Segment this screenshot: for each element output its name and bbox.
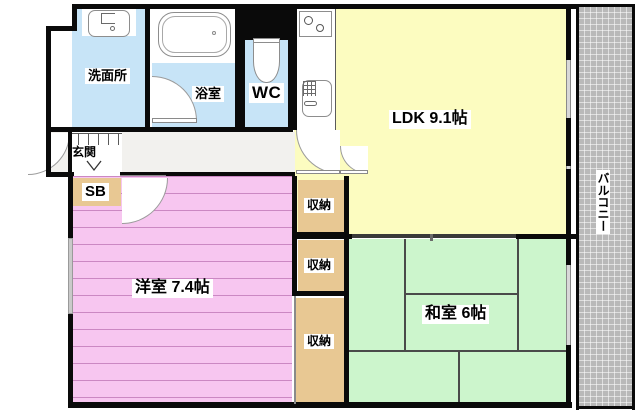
entrance-door-jamb bbox=[68, 131, 72, 177]
washroom-wall-top bbox=[72, 4, 150, 9]
wc-label: WC bbox=[249, 83, 285, 103]
storage-divider-1 bbox=[292, 232, 349, 237]
bathroom-wall-top bbox=[150, 4, 240, 9]
balcony-outer-wall-bottom bbox=[576, 406, 635, 409]
western-room-window-left bbox=[68, 238, 73, 314]
tatami-line-vertical-bottom bbox=[458, 350, 460, 406]
japanese-room-wall-bottom bbox=[296, 402, 572, 408]
storage-upper-label: 収納 bbox=[304, 198, 335, 213]
wc-black-header bbox=[240, 4, 292, 40]
ldk-wall-top bbox=[292, 4, 577, 9]
stove-burner-large bbox=[304, 16, 313, 25]
wc-wall-bottom bbox=[240, 127, 293, 132]
storage-middle-label: 収納 bbox=[304, 258, 335, 273]
bathroom-wall-right bbox=[235, 4, 240, 132]
japanese-room-wall-left bbox=[344, 239, 349, 408]
stove-two-burner-icon bbox=[299, 11, 332, 37]
storage-lower bbox=[296, 298, 344, 402]
ldk-wall-right-a bbox=[566, 4, 571, 60]
western-room-wall-bottom bbox=[68, 402, 300, 408]
washbasin-faucet bbox=[101, 13, 115, 24]
ldk-wall-left-upper bbox=[292, 4, 297, 130]
storage-lower-edge-left bbox=[294, 296, 296, 404]
japanese-room-label: 和室 6帖 bbox=[422, 305, 490, 324]
wc-wall-left bbox=[240, 4, 245, 132]
washbasin-drain bbox=[110, 26, 115, 31]
japanese-room-balcony-window bbox=[566, 265, 571, 345]
shoebox-label-overlay: SB bbox=[82, 183, 109, 201]
ldk-balcony-window-upper bbox=[566, 60, 571, 118]
bathroom-label: 浴室 bbox=[192, 86, 225, 102]
washroom-wall-left-lower bbox=[46, 26, 51, 131]
ldk-wall-right-c bbox=[566, 169, 571, 239]
tatami-line-horizontal-upper bbox=[404, 293, 519, 295]
balcony-label: バルコニー bbox=[596, 170, 610, 234]
ldk-wall-bottom-right-seg bbox=[516, 234, 578, 239]
bathroom-wall-bottom bbox=[150, 127, 240, 132]
tatami-line-vertical-left bbox=[404, 239, 406, 351]
ldk-door-leaf-a bbox=[296, 170, 340, 174]
western-room-wall-left-b bbox=[68, 314, 73, 406]
stove-burner-small bbox=[316, 24, 324, 32]
hallway-wall-left bbox=[46, 131, 51, 177]
balcony-outer-wall-top bbox=[576, 4, 635, 7]
japanese-room-sliding-partition bbox=[352, 236, 516, 238]
entrance-direction-chevron-icon bbox=[86, 160, 102, 172]
western-room-label: 洋室 7.4帖 bbox=[132, 279, 213, 298]
ldk-label: LDK 9.1帖 bbox=[389, 110, 471, 129]
entrance-label: 玄関 bbox=[69, 145, 100, 160]
japanese-room-wall-right-b bbox=[566, 345, 571, 408]
ldk-balcony-window-lower bbox=[566, 166, 571, 169]
bathtub-inner-outline bbox=[162, 16, 227, 53]
hallway-wall-bottom-left bbox=[46, 172, 74, 177]
entrance-step-hatch bbox=[68, 133, 122, 145]
hallway-wall-bottom-mid bbox=[120, 172, 295, 177]
washroom-wall-step bbox=[46, 26, 77, 31]
sink-faucet bbox=[304, 101, 317, 106]
ldk-door-leaf-b bbox=[340, 170, 368, 174]
storage-divider-2 bbox=[292, 291, 349, 296]
washroom-label: 洗面所 bbox=[85, 68, 131, 84]
western-room-wall-left-a bbox=[68, 176, 73, 238]
toilet-tank bbox=[253, 38, 280, 43]
tatami-line-vertical-right bbox=[517, 239, 519, 351]
bathtub-drain bbox=[212, 31, 216, 35]
ldk-wall-right-b bbox=[566, 118, 571, 166]
sink-drainer-grid bbox=[303, 81, 316, 96]
sliding-partition-handle bbox=[430, 234, 433, 241]
wc-wall-right bbox=[288, 4, 293, 132]
balcony-inner-wall-left bbox=[576, 4, 579, 410]
washroom-wall-bottom bbox=[46, 127, 150, 132]
bathroom-door-leaf bbox=[152, 118, 197, 123]
ldk-balcony-sill bbox=[352, 234, 516, 237]
outer-wall-left-top-stub bbox=[72, 4, 77, 28]
washroom-wall-right bbox=[145, 4, 150, 132]
japanese-room-wall-right-a bbox=[566, 239, 571, 265]
storage-lower-label: 収納 bbox=[304, 334, 335, 349]
toilet-bowl-icon bbox=[253, 38, 280, 83]
balcony-outer-wall-right bbox=[632, 4, 635, 410]
